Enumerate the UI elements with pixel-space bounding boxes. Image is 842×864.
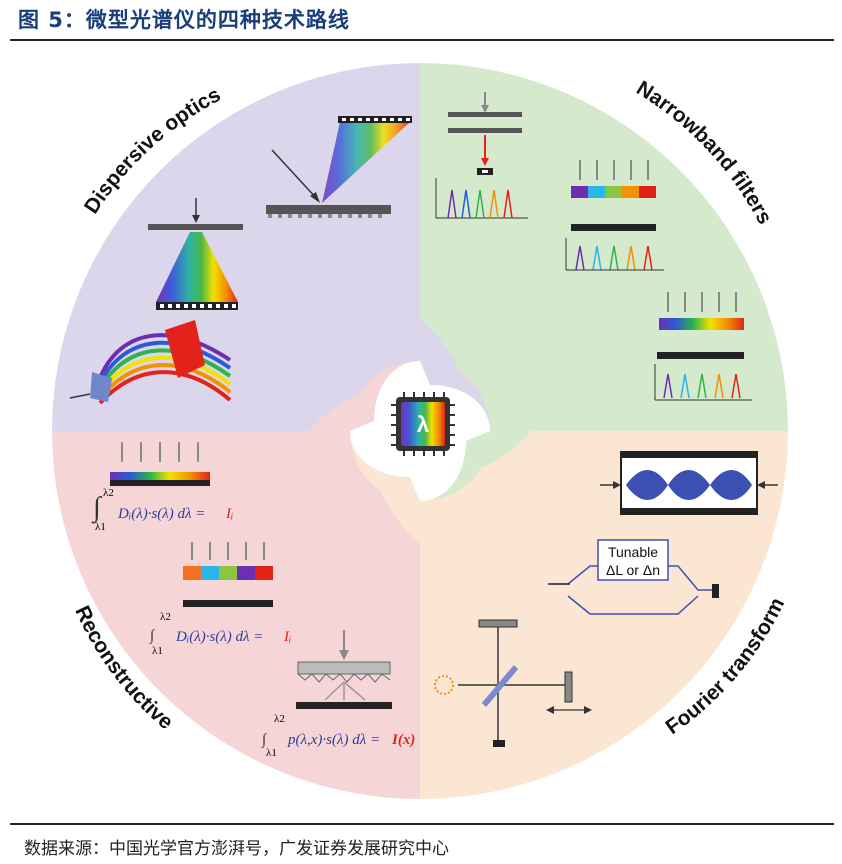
bottom-rule (10, 823, 834, 825)
eq1-upper: λ2 (103, 487, 114, 499)
eq3-integral: ∫ (261, 732, 268, 748)
eq1-lower: λ1 (95, 521, 106, 533)
filter-array-2 (654, 292, 752, 401)
waveguide-demux (69, 320, 232, 405)
top-rule (10, 39, 834, 41)
tunable-line1: Tunable (608, 544, 658, 560)
narrowband-swirl (420, 240, 570, 480)
chip-lambda: λ (417, 412, 429, 437)
source-note: 数据来源：中国光学官方澎湃号，广发证券发展研究中心 (24, 839, 449, 859)
eq2-lower: λ1 (152, 645, 163, 657)
eq3-upper: λ2 (274, 713, 285, 725)
chip-icon: λ (391, 392, 455, 456)
eq1-rhs: Iᵢ (225, 506, 233, 522)
filter-array-1 (565, 160, 664, 271)
grating-reflection (266, 116, 412, 218)
fabry-perot-filter (435, 92, 528, 219)
mach-zehnder: Tunable ΔL or Δn (548, 539, 719, 615)
eq1-text: Dᵢ(λ)·s(λ) dλ = (117, 506, 205, 522)
eq3-rhs: I(x) (391, 732, 415, 748)
interferogram-box (600, 451, 778, 515)
eq2-rhs: Iᵢ (283, 629, 291, 645)
figure-title: 图 5：微型光谱仪的四种技术路线 (18, 8, 350, 32)
reconstructive-array-1 (110, 442, 210, 486)
grating-transmission (148, 198, 243, 310)
eq3-lower: λ1 (266, 747, 277, 759)
fourier-swirl (370, 431, 610, 582)
eq2-text: Dᵢ(λ)·s(λ) dλ = (175, 629, 263, 645)
reconstructive-array-2 (183, 542, 273, 607)
reconstructive-swirl (270, 382, 420, 622)
narrowband-quadrant (420, 63, 788, 431)
michelson-interferometer (434, 619, 592, 747)
eq1-lhs: ∫ (91, 492, 103, 524)
dispersive-swirl (230, 280, 470, 431)
eq2-integral: ∫ (149, 628, 156, 644)
eq2-upper: λ2 (160, 611, 171, 623)
eq3-text: p(λ,x)·s(λ) dλ = (287, 732, 380, 748)
scattering-medium (296, 630, 392, 709)
tunable-line2: ΔL or Δn (606, 562, 660, 578)
